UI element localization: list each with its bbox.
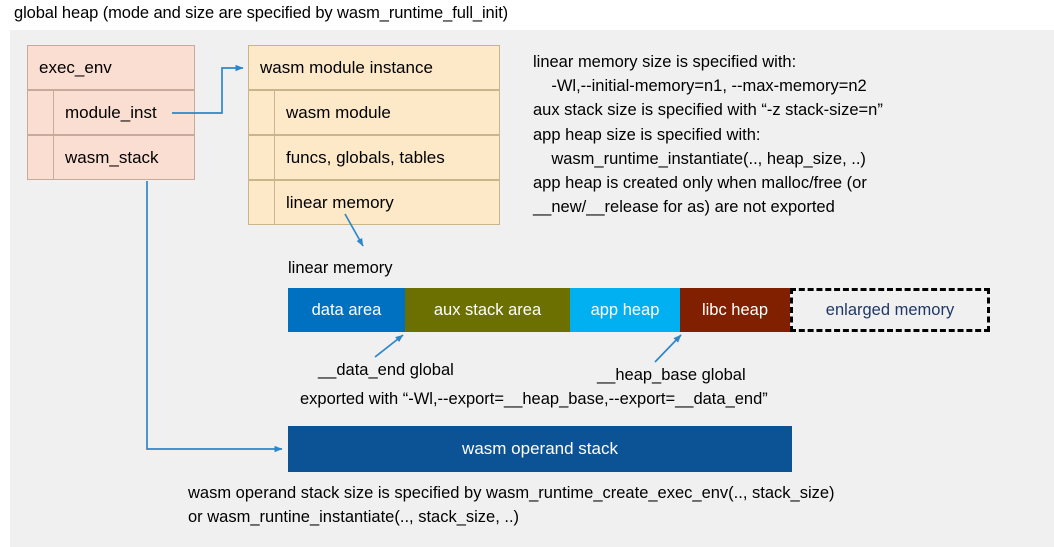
exec-env-field-module-inst: module_inst bbox=[27, 90, 195, 135]
page-title: global heap (mode and size are specified… bbox=[14, 4, 509, 22]
annotation-heap-base: __heap_base global bbox=[597, 366, 746, 384]
memory-segment-enlarged-memory-label: enlarged memory bbox=[825, 300, 955, 319]
module-instance-field-linear-memory: linear memory bbox=[248, 180, 500, 225]
annotation-exported-with: exported with “-Wl,--export=__heap_base,… bbox=[300, 390, 768, 408]
linear-memory-field-label: linear memory bbox=[286, 192, 394, 212]
wasm-module-label: wasm module bbox=[286, 102, 391, 122]
exec-env-indent-divider bbox=[53, 90, 54, 180]
linear-memory-bar: data area aux stack area app heap libc h… bbox=[288, 288, 990, 332]
exec-env-header-label: exec_env bbox=[39, 57, 112, 77]
funcs-globals-tables-label: funcs, globals, tables bbox=[286, 147, 445, 167]
linear-memory-notes: linear memory size is specified with: -W… bbox=[533, 53, 883, 217]
wasm-operand-stack-box[interactable]: wasm operand stack bbox=[288, 426, 792, 472]
wasm-stack-label: wasm_stack bbox=[65, 147, 159, 167]
module-instance-header-label: wasm module instance bbox=[260, 57, 433, 77]
module-inst-label: module_inst bbox=[65, 102, 157, 122]
module-instance-header: wasm module instance bbox=[248, 45, 500, 90]
operand-stack-caption: wasm operand stack size is specified by … bbox=[188, 484, 835, 527]
annotation-data-end: __data_end global bbox=[318, 361, 454, 379]
linear-memory-bar-caption: linear memory bbox=[288, 259, 393, 277]
memory-segment-aux-stack-area-label: aux stack area bbox=[433, 300, 542, 319]
memory-segment-libc-heap-label: libc heap bbox=[701, 300, 769, 319]
exec-env-field-wasm-stack: wasm_stack bbox=[27, 135, 195, 180]
module-instance-field-wasm-module: wasm module bbox=[248, 90, 500, 135]
memory-segment-data-area-label: data area bbox=[311, 300, 382, 319]
wasm-operand-stack-label: wasm operand stack bbox=[462, 439, 618, 458]
memory-segment-data-area[interactable]: data area bbox=[288, 288, 405, 332]
exec-env-header: exec_env bbox=[27, 45, 195, 90]
memory-segment-enlarged-memory[interactable]: enlarged memory bbox=[790, 288, 990, 332]
module-instance-field-funcs-globals-tables: funcs, globals, tables bbox=[248, 135, 500, 180]
memory-segment-libc-heap[interactable]: libc heap bbox=[680, 288, 790, 332]
memory-segment-aux-stack-area[interactable]: aux stack area bbox=[405, 288, 570, 332]
memory-segment-app-heap-label: app heap bbox=[590, 300, 660, 319]
memory-segment-app-heap[interactable]: app heap bbox=[570, 288, 680, 332]
module-instance-indent-divider bbox=[274, 90, 275, 225]
